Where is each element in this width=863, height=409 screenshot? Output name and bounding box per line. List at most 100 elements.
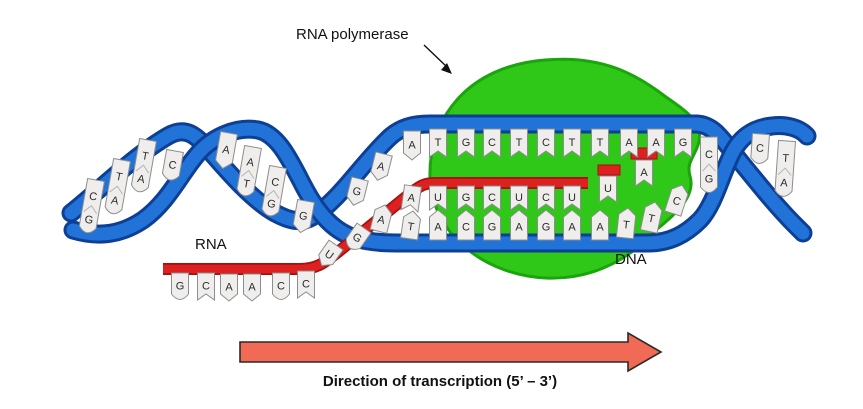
base-tag-A: A: [647, 128, 665, 158]
rna-polymerase-label: RNA polymerase: [296, 26, 409, 43]
pointer-arrow: [423, 44, 452, 74]
base-tag-T: T: [591, 128, 609, 158]
svg-text:C: C: [270, 176, 280, 189]
base-tag-C: C: [537, 128, 555, 158]
svg-text:A: A: [652, 137, 660, 149]
base-tag-A: A: [635, 159, 653, 187]
svg-text:C: C: [277, 280, 285, 292]
base-tag-A: A: [215, 130, 238, 170]
svg-text:A: A: [434, 222, 442, 234]
red-backbone-fragment: [597, 164, 621, 176]
base-tag-A: A: [400, 184, 422, 213]
svg-text:A: A: [407, 192, 417, 205]
base-tag-A: A: [370, 151, 393, 181]
svg-text:A: A: [376, 160, 387, 174]
svg-text:C: C: [302, 278, 310, 290]
svg-text:A: A: [780, 177, 789, 190]
svg-text:A: A: [625, 137, 633, 149]
svg-text:A: A: [110, 195, 120, 208]
rna-label: RNA: [195, 236, 227, 253]
base-tag-T-A: TA: [130, 137, 157, 193]
svg-text:A: A: [248, 281, 256, 293]
base-tag-C: C: [664, 184, 689, 217]
base-tag-C: C: [197, 272, 215, 301]
svg-text:A: A: [596, 222, 604, 234]
base-tag-C: C: [457, 209, 475, 241]
base-tag-G: G: [674, 128, 692, 158]
svg-text:T: T: [115, 171, 124, 184]
base-tag-C: C: [483, 185, 501, 211]
dna-strand-top: [61, 114, 813, 243]
base-tag-C: C: [297, 270, 315, 299]
base-tag-G: G: [171, 272, 189, 300]
base-tag-A: A: [369, 204, 393, 234]
base-tag-T: T: [429, 128, 447, 158]
red-backbone-fragment: [630, 147, 658, 160]
svg-text:G: G: [462, 137, 471, 149]
svg-text:T: T: [569, 137, 576, 149]
svg-text:C: C: [462, 222, 470, 234]
svg-text:C: C: [167, 159, 177, 172]
svg-text:C: C: [488, 137, 496, 149]
svg-text:T: T: [141, 150, 150, 163]
base-tag-C: C: [483, 128, 501, 158]
incoming-nucleotide-fragments: [597, 147, 658, 176]
base-tag-T: T: [510, 128, 528, 158]
svg-text:U: U: [515, 192, 523, 204]
svg-text:U: U: [604, 183, 612, 195]
svg-text:C: C: [202, 280, 210, 292]
svg-text:G: G: [266, 198, 277, 211]
svg-text:A: A: [376, 214, 387, 228]
base-tag-C-G: CG: [78, 177, 105, 234]
svg-text:A: A: [408, 139, 416, 151]
base-tag-A: A: [403, 130, 421, 161]
svg-text:C: C: [542, 137, 550, 149]
svg-text:G: G: [705, 173, 714, 185]
direction-arrow: [239, 331, 663, 373]
svg-text:T: T: [407, 221, 416, 234]
svg-text:A: A: [640, 167, 648, 179]
base-tag-U: U: [318, 239, 344, 267]
base-tag-G: G: [483, 209, 501, 241]
svg-text:C: C: [671, 195, 682, 209]
svg-text:A: A: [246, 156, 256, 169]
base-tag-C-G: CG: [261, 164, 287, 217]
base-tag-G: G: [345, 222, 372, 250]
base-tag-A: A: [620, 128, 638, 158]
svg-text:T: T: [647, 213, 656, 226]
svg-text:G: G: [542, 222, 551, 234]
base-tag-C: C: [750, 132, 771, 164]
svg-text:A: A: [225, 281, 233, 293]
base-tag-G: G: [457, 128, 475, 158]
base-tag-C: C: [161, 148, 184, 181]
base-tag-A: A: [591, 209, 609, 241]
base-tag-G: G: [292, 198, 315, 234]
base-tag-U: U: [599, 175, 617, 203]
base-tag-T: T: [615, 207, 637, 240]
svg-text:C: C: [542, 192, 550, 204]
svg-text:C: C: [88, 190, 98, 203]
svg-text:G: G: [298, 210, 309, 223]
svg-text:G: G: [462, 192, 471, 204]
svg-text:T: T: [242, 178, 251, 191]
base-tag-T-A: TA: [774, 139, 797, 197]
svg-text:G: G: [176, 280, 185, 292]
svg-text:A: A: [515, 222, 523, 234]
svg-text:G: G: [488, 222, 497, 234]
base-tag-T-A: TA: [104, 157, 131, 215]
svg-text:C: C: [756, 143, 765, 156]
svg-text:G: G: [679, 137, 688, 149]
svg-text:T: T: [782, 153, 790, 165]
svg-text:T: T: [435, 137, 442, 149]
base-tag-C: C: [537, 185, 555, 211]
svg-text:G: G: [84, 214, 95, 227]
svg-text:C: C: [488, 192, 496, 204]
base-tag-G: G: [346, 176, 369, 206]
base-tag-A: A: [243, 273, 261, 302]
base-tag-G: G: [537, 209, 555, 241]
dna-label: DNA: [615, 251, 647, 268]
svg-text:A: A: [136, 173, 146, 186]
base-tag-A-T: AT: [236, 144, 262, 197]
